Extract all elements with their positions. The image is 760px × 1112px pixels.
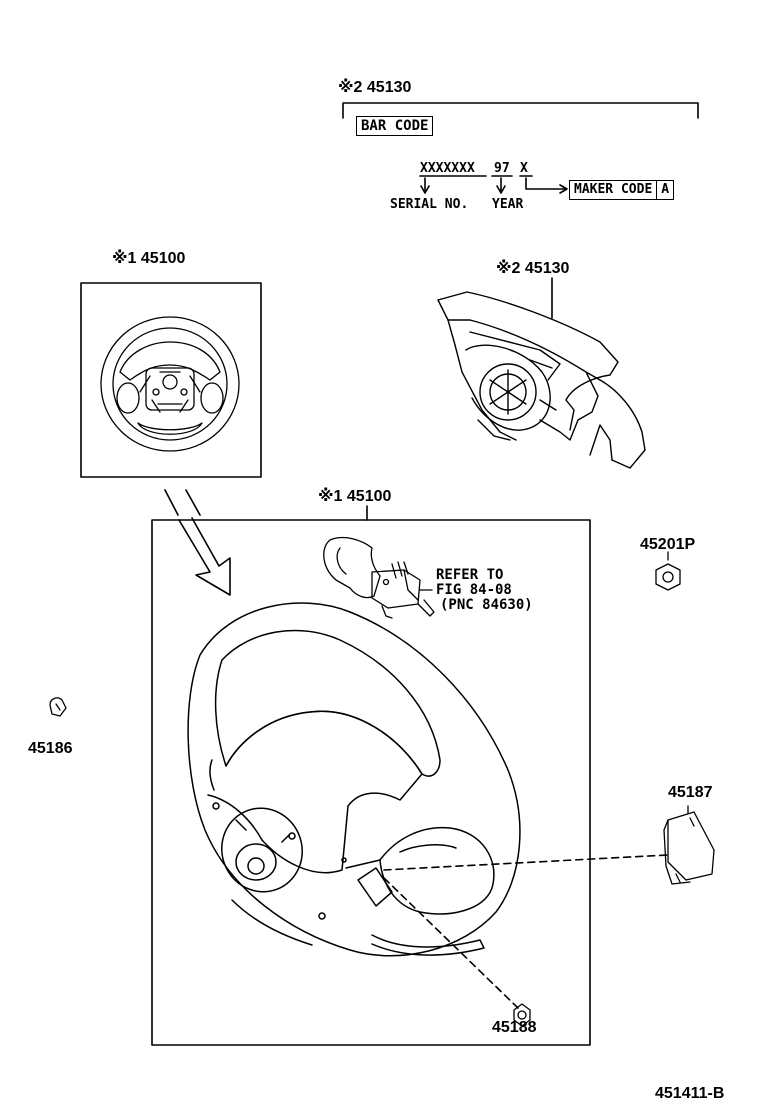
part-45187-label: 45187: [668, 784, 713, 801]
bar-code-arrows: [420, 177, 568, 194]
airbag-assembly-drawing: [437, 291, 646, 469]
maker-code-value: A: [661, 182, 670, 197]
year-caption: YEAR: [492, 197, 524, 212]
part-45186-drawing: [49, 697, 67, 717]
part-45188-drawing: [513, 1003, 531, 1027]
part-45201p-drawing: [655, 551, 681, 591]
figure-number: 451411-B: [655, 1085, 725, 1102]
part-45201p-label: 45201P: [640, 536, 696, 553]
steering-wheel-inset-drawing: [100, 316, 240, 452]
switch-assembly-drawing: [323, 536, 435, 619]
year-digits: 97: [494, 161, 510, 176]
steering-wheel-main-box: [151, 505, 591, 1046]
maker-code-box: MAKER CODE A: [569, 180, 675, 200]
bar-code-bracket: [342, 102, 699, 119]
maker-char: X: [520, 161, 528, 176]
steering-wheel-inset-box: [80, 282, 262, 478]
airbag-bar-code-part-label: ※2 45130: [338, 79, 412, 96]
dashed-leaders: [383, 854, 669, 1009]
part-45188-label: 45188: [492, 1019, 537, 1036]
bar-code-label: BAR CODE: [356, 116, 434, 136]
refer-line-3: (PNC 84630): [440, 597, 533, 613]
part-45187-drawing: [663, 805, 715, 885]
airbag-assembly-part-label: ※2 45130: [496, 260, 570, 277]
steering-wheel-inset-part-label: ※1 45100: [112, 250, 186, 267]
steering-wheel-main-drawing: [187, 602, 521, 957]
steering-wheel-main-part-label: ※1 45100: [318, 488, 392, 505]
part-45186-label: 45186: [28, 740, 73, 757]
refer-line-1: REFER TO: [436, 567, 504, 583]
serial-pattern: XXXXXXX: [420, 161, 475, 176]
view-arrow: [164, 489, 231, 596]
maker-code-label: MAKER CODE: [570, 181, 658, 199]
serial-caption: SERIAL NO.: [390, 197, 469, 212]
refer-line-2: FIG 84-08: [436, 582, 512, 598]
